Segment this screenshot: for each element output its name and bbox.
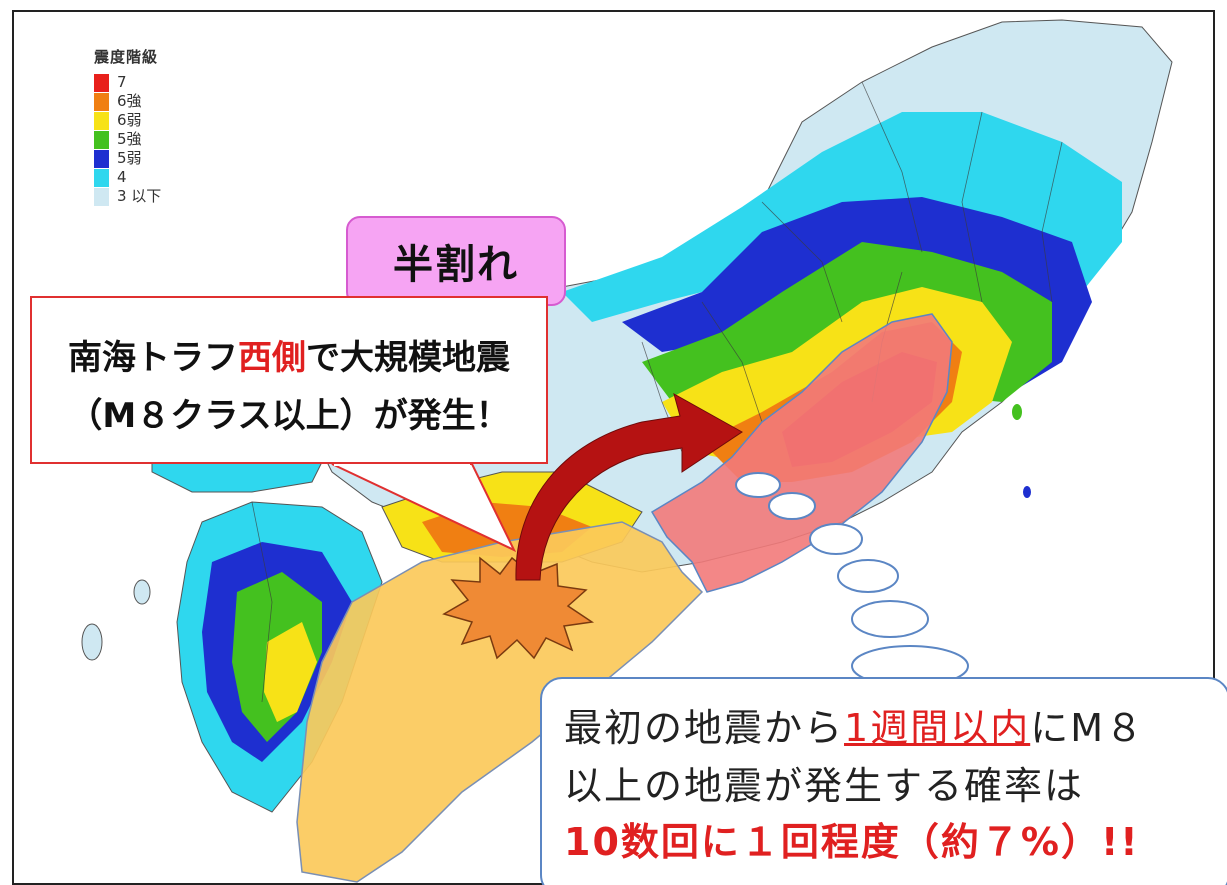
legend-item: 5弱: [94, 149, 161, 168]
legend-item: 3 以下: [94, 187, 161, 206]
hanware-label: 半割れ: [393, 242, 519, 288]
callout-line-1-pre: 南海トラフ: [68, 338, 238, 378]
legend-swatch: [94, 149, 109, 168]
legend-item: 6強: [94, 92, 161, 111]
legend-label: 6強: [117, 92, 142, 110]
info-line-3: 10数回に１回程度（約７%）!!: [564, 820, 1140, 864]
hanware-tag: 半割れ: [346, 216, 566, 306]
legend-swatch: [94, 168, 109, 187]
legend-swatch: [94, 130, 109, 149]
legend-swatch: [94, 73, 109, 92]
legend-item: 5強: [94, 130, 161, 149]
legend-title: 震度階級: [94, 48, 159, 66]
legend-item: 7: [94, 73, 161, 92]
legend-item: 6弱: [94, 111, 161, 130]
legend-label: 7: [117, 73, 127, 91]
callout-line-2: （M８クラス以上）が発生！: [68, 396, 510, 436]
legend-swatch: [94, 92, 109, 111]
info-line-2: 以上の地震が発生する確率は: [564, 764, 1085, 808]
probability-info-box: 最初の地震から1週間以内にM８ 以上の地震が発生する確率は 10数回に１回程度（…: [540, 677, 1227, 885]
legend-label: 4: [117, 168, 127, 186]
west-earthquake-callout: 南海トラフ西側で大規模地震 （M８クラス以上）が発生！: [30, 296, 548, 464]
info-line-1: 最初の地震から1週間以内にM８: [564, 697, 1145, 752]
info-line-1-pre: 最初の地震から: [564, 706, 845, 750]
legend-label: 5弱: [117, 149, 142, 167]
legend-swatch: [94, 187, 109, 206]
info-line-1-post: にM８: [1030, 706, 1145, 750]
callout-line-1-post: で大規模地震: [306, 338, 510, 378]
east-rupture-zone: [650, 313, 953, 593]
propagation-arrow-icon: [515, 392, 743, 581]
legend-label: 6弱: [117, 111, 142, 129]
callout-line-1: 南海トラフ西側で大規模地震: [32, 330, 546, 379]
info-line-1-highlight: 1週間以内: [844, 706, 1031, 750]
thought-bubbles: [735, 472, 969, 687]
callout-line-1-red: 西側: [238, 338, 306, 378]
epicenter-burst-icon: [442, 556, 595, 660]
legend-item: 4: [94, 168, 161, 187]
legend-label: 5強: [117, 130, 142, 148]
legend-label: 3 以下: [117, 187, 162, 205]
legend-swatch: [94, 111, 109, 130]
